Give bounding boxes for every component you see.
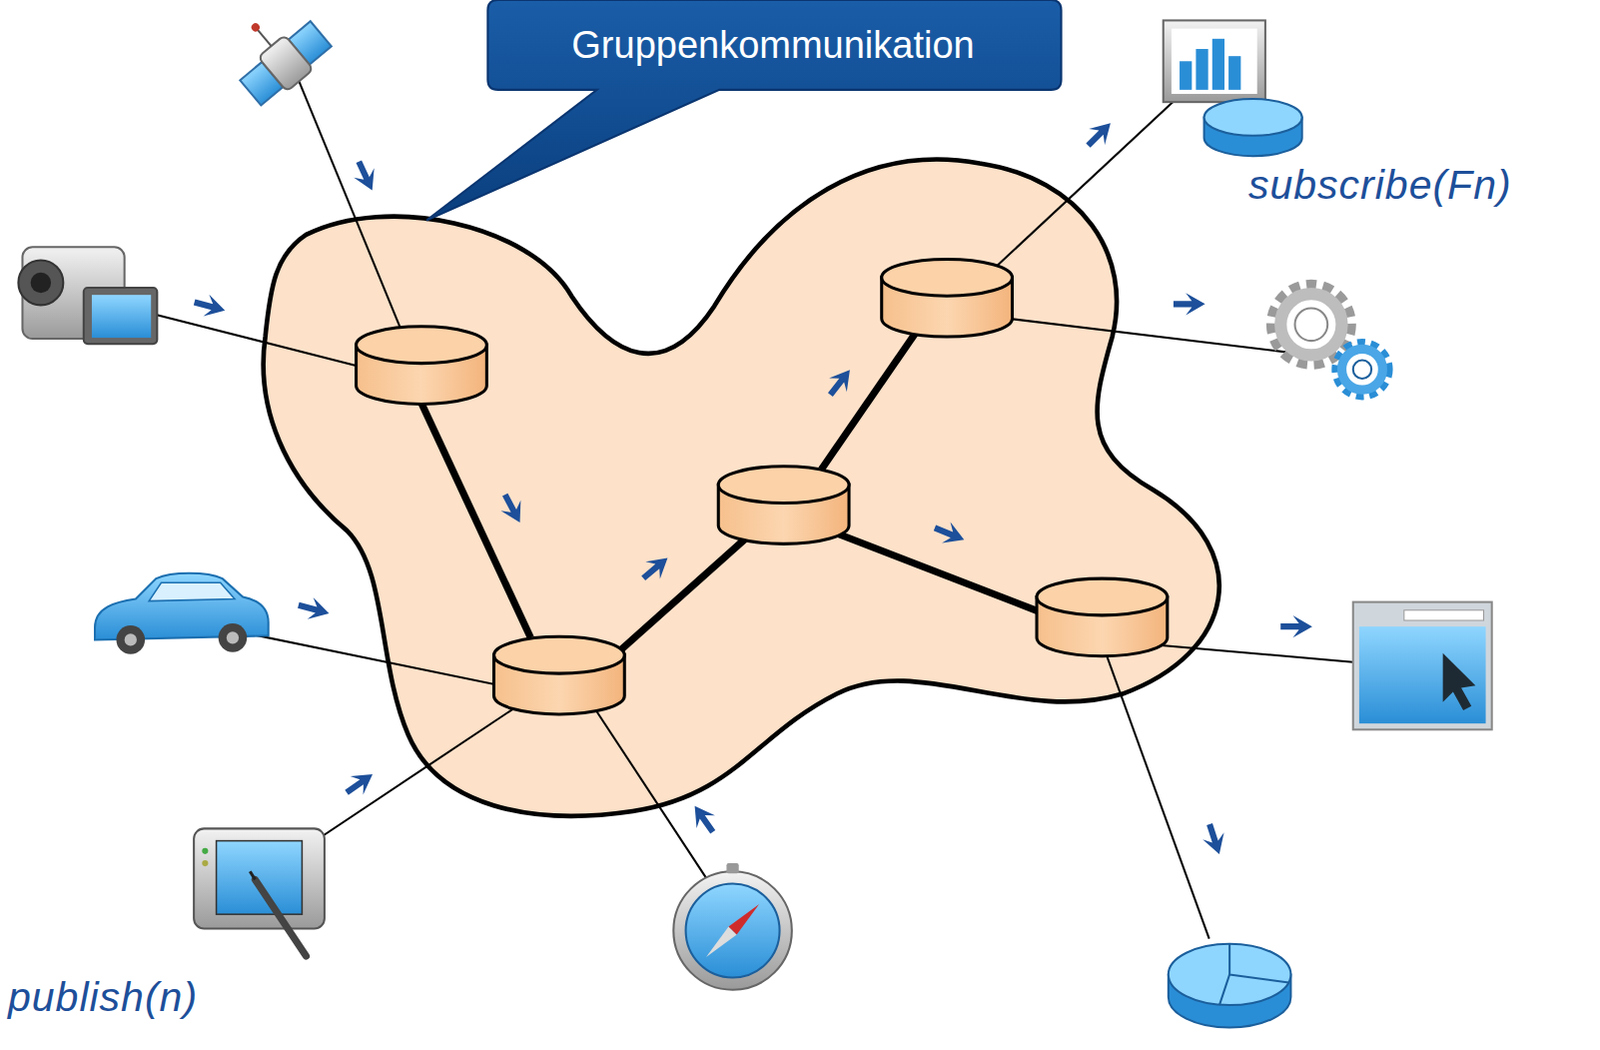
operation-label: publish(n) — [7, 973, 198, 1021]
callout-text: Gruppenkommunikation — [571, 23, 974, 67]
operation-label: subscribe(Fn) — [1248, 161, 1513, 209]
callout-bubble: Gruppenkommunikation — [487, 1, 1059, 88]
